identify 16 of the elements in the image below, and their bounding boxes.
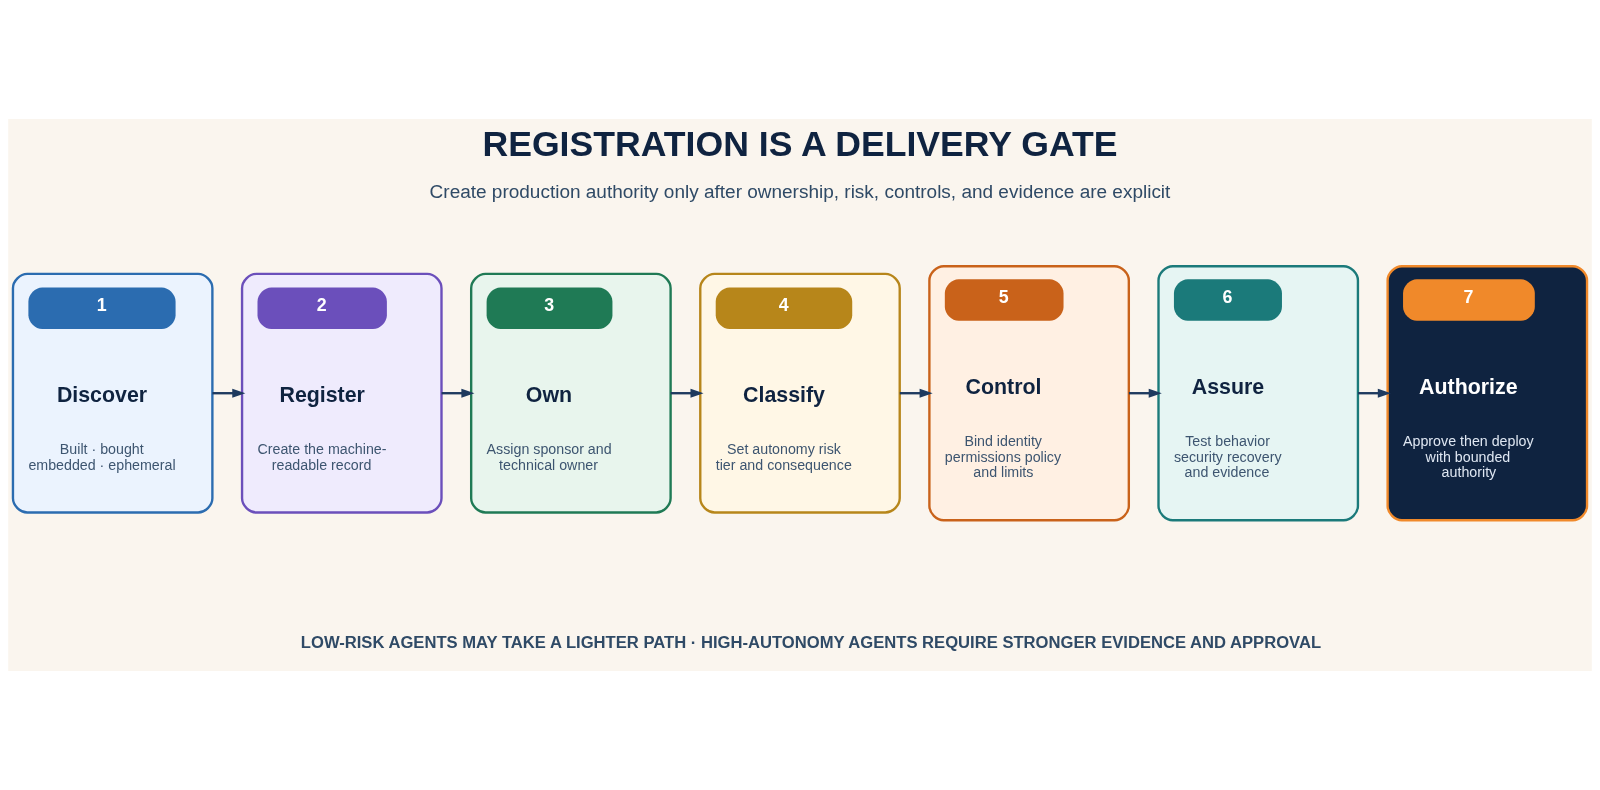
node-box: 5 Control Bind identity permissions policy and limits (928, 265, 1130, 522)
label: Create production authority only after ownership, risk, controls, and evidence are explicit (429, 181, 1171, 203)
arrow (670, 388, 704, 398)
node-box: 7 Authorize Approve then deploy with bounded authority (1386, 265, 1589, 522)
node-box: 4 Classify Set autonomy risk tier and consequence (699, 272, 901, 514)
arrow (899, 388, 933, 398)
arrow (212, 388, 246, 398)
node-box: 1 Discover Built · bought embedded · ephemeral (11, 272, 214, 514)
label: LOW-RISK AGENTS MAY TAKE A LIGHTER PATH · HIGH-AUTONOMY AGENTS REQUIRE STRONGER EVIDENCE AND APPROVAL (300, 633, 1322, 653)
arrow (1358, 388, 1391, 398)
diagram-title: REGISTRATION IS A DELIVERY GATE (482, 123, 1118, 164)
arrow (1128, 388, 1162, 398)
node-box: 3 Own Assign sponsor and technical owner (470, 272, 672, 514)
node-box: 6 Assure Test behavior security recovery and evidence (1157, 265, 1360, 522)
arrow (441, 388, 475, 398)
node-box: 2 Register Create the machine-readable record (240, 272, 443, 514)
